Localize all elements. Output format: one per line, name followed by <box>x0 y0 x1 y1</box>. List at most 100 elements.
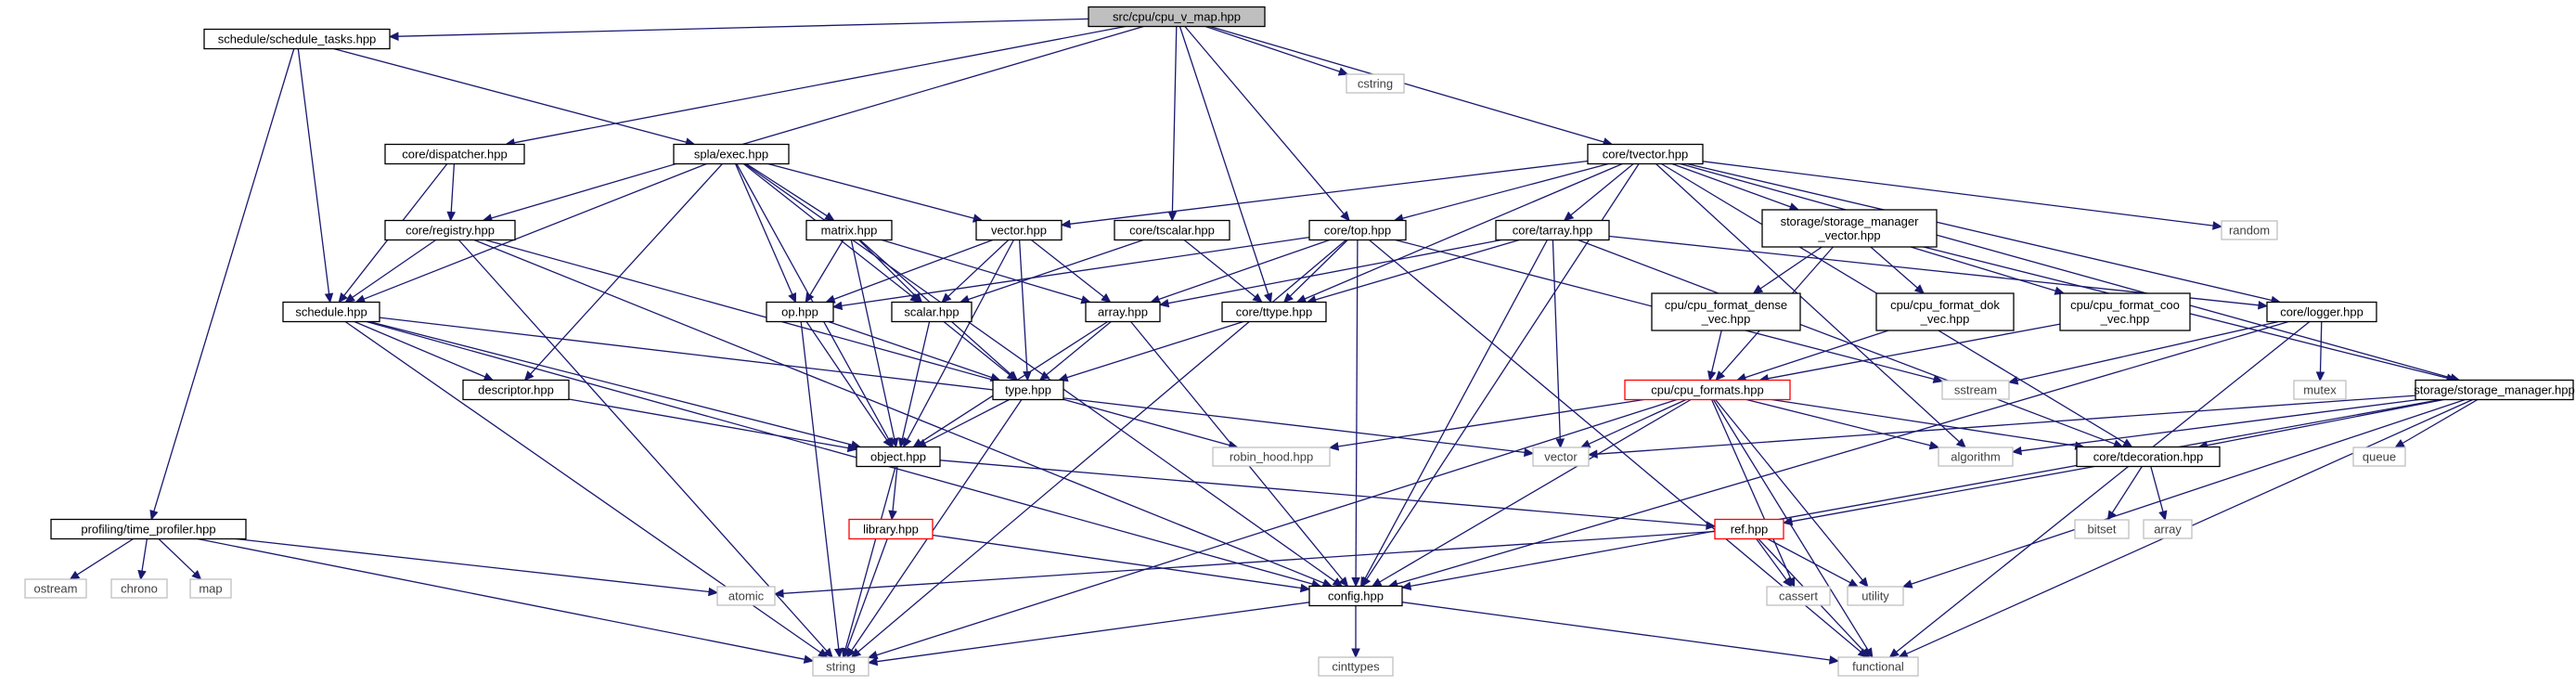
node-matrix[interactable]: matrix.hpp <box>805 219 893 241</box>
node-label: functional <box>1852 660 1904 674</box>
node-exec[interactable]: spla/exec.hpp <box>673 143 790 165</box>
node-root[interactable]: src/cpu/cpu_v_map.hpp <box>1088 6 1266 28</box>
arrowhead-icon <box>388 32 399 41</box>
node-logger[interactable]: core/logger.hpp <box>2266 301 2377 323</box>
node-schedule[interactable]: schedule.hpp <box>282 301 380 323</box>
edge-line <box>1588 398 1687 445</box>
arrowhead-icon <box>191 569 202 580</box>
arrowhead-icon <box>897 437 908 448</box>
edge-library-to-config <box>932 534 1311 593</box>
node-vector-hpp[interactable]: vector.hpp <box>975 219 1063 241</box>
edge-scalar-to-type <box>943 320 1017 382</box>
node-dense-vec[interactable]: cpu/cpu_format_dense_vec.hpp <box>1651 292 1801 331</box>
edge-line <box>1745 398 1931 447</box>
node-tdecoration[interactable]: core/tdecoration.hpp <box>2076 446 2221 468</box>
node-schedule-tasks[interactable]: schedule/schedule_tasks.hpp <box>203 28 391 50</box>
edge-schedule_tasks-to-exec <box>333 47 696 147</box>
node-object[interactable]: object.hpp <box>856 446 941 468</box>
node-top[interactable]: core/top.hpp <box>1308 219 1407 241</box>
arrowhead-icon <box>867 651 879 660</box>
edge-line <box>484 239 1230 447</box>
edge-op-to-type <box>828 320 1001 382</box>
node-label: core/tdecoration.hpp <box>2093 450 2204 464</box>
node-storage-manager[interactable]: storage/storage_manager.hpp <box>2414 379 2575 401</box>
node-library[interactable]: library.hpp <box>848 518 934 540</box>
edge-line <box>1355 239 1359 578</box>
node-descriptor[interactable]: descriptor.hpp <box>462 379 570 401</box>
edge-array-to-type <box>1038 320 1112 382</box>
edge-line <box>1767 537 1851 584</box>
node-box <box>50 518 247 540</box>
edge-cpu_formats-to-algorithm <box>1745 398 1940 450</box>
edge-line <box>800 321 840 650</box>
edge-line <box>1018 239 1028 372</box>
node-robin-hood: robin_hood.hpp <box>1212 447 1331 467</box>
node-ttype[interactable]: core/ttype.hpp <box>1221 301 1327 323</box>
node-storage-manager-vector[interactable]: storage/storage_manager_vector.hpp <box>1761 209 1938 248</box>
node-label: random <box>2229 224 2270 238</box>
node-config[interactable]: config.hpp <box>1308 585 1403 607</box>
edge-line <box>1711 399 1792 580</box>
node-label: src/cpu/cpu_v_map.hpp <box>1113 10 1241 24</box>
node-chrono: chrono <box>110 578 168 599</box>
node-scalar[interactable]: scalar.hpp <box>891 301 972 323</box>
edge-line <box>2020 398 2419 452</box>
edge-line <box>1369 239 1861 653</box>
node-label: atomic <box>728 589 765 603</box>
node-box <box>462 379 570 401</box>
node-op[interactable]: op.hpp <box>766 301 834 323</box>
edge-line <box>1655 163 1960 443</box>
node-box <box>1938 447 2014 467</box>
edge-line <box>850 239 895 439</box>
arrowhead-icon <box>1328 442 1340 451</box>
node-box <box>766 301 834 323</box>
node-time-profiler[interactable]: profiling/time_profiler.hpp <box>50 518 247 540</box>
arrowhead-icon <box>2158 510 2168 522</box>
edge-storage_manager-to-tdecoration <box>2197 398 2444 450</box>
edge-line <box>1158 239 1331 301</box>
node-coo-vec[interactable]: cpu/cpu_format_coo_vec.hpp <box>2059 292 2191 331</box>
edge-line <box>1410 398 2441 588</box>
node-dispatcher[interactable]: core/dispatcher.hpp <box>384 143 525 165</box>
node-label: cpu/cpu_format_coo <box>2070 298 2180 312</box>
arrowhead-icon <box>1859 576 1869 588</box>
node-tarray[interactable]: core/tarray.hpp <box>1495 219 1610 241</box>
node-dok-vec[interactable]: cpu/cpu_format_dok_vec.hpp <box>1875 292 2015 331</box>
edge-ref-to-cassert <box>1756 538 1793 588</box>
node-cpu-formats[interactable]: cpu/cpu_formats.hpp <box>1624 379 1791 401</box>
edge-line <box>1289 239 1348 297</box>
node-tscalar[interactable]: core/tscalar.hpp <box>1114 219 1230 241</box>
node-label: vector.hpp <box>991 224 1047 238</box>
edge-storage_manager-to-vector_sys <box>1587 395 2416 459</box>
edge-line <box>1337 398 1644 447</box>
node-type[interactable]: type.hpp <box>992 379 1064 401</box>
node-label: robin_hood.hpp <box>1230 450 1313 464</box>
arrowhead-icon <box>1901 579 1913 589</box>
node-string: string <box>812 656 869 677</box>
node-box <box>1847 586 1904 606</box>
edges-layer <box>69 18 2479 667</box>
node-box <box>1085 301 1161 323</box>
node-label: type.hpp <box>1005 383 1051 397</box>
edge-schedule_tasks-to-schedule <box>297 48 334 304</box>
node-queue: queue <box>2352 447 2406 467</box>
node-box <box>203 28 391 50</box>
node-registry[interactable]: core/registry.hpp <box>384 219 516 241</box>
node-ref[interactable]: ref.hpp <box>1714 518 1784 540</box>
edge-root-to-registry <box>482 25 1144 223</box>
arrowhead-icon <box>1848 578 1860 588</box>
arrowhead-icon <box>149 509 159 521</box>
edge-line <box>1069 160 1589 225</box>
node-label: cpu/cpu_format_dok <box>1890 298 2000 312</box>
arrowhead-icon <box>788 291 797 304</box>
arrowhead-icon <box>843 647 852 659</box>
arrowhead-icon <box>1338 576 1349 588</box>
node-box <box>384 219 516 241</box>
edge-line <box>1167 239 1501 304</box>
node-tvector[interactable]: core/tvector.hpp <box>1587 143 1704 165</box>
node-label: cpu/cpu_formats.hpp <box>1651 383 1763 397</box>
node-array[interactable]: array.hpp <box>1085 301 1161 323</box>
node-label: op.hpp <box>781 305 818 319</box>
arrowhead-icon <box>2106 510 2117 522</box>
arrowhead-icon <box>1158 298 1170 308</box>
